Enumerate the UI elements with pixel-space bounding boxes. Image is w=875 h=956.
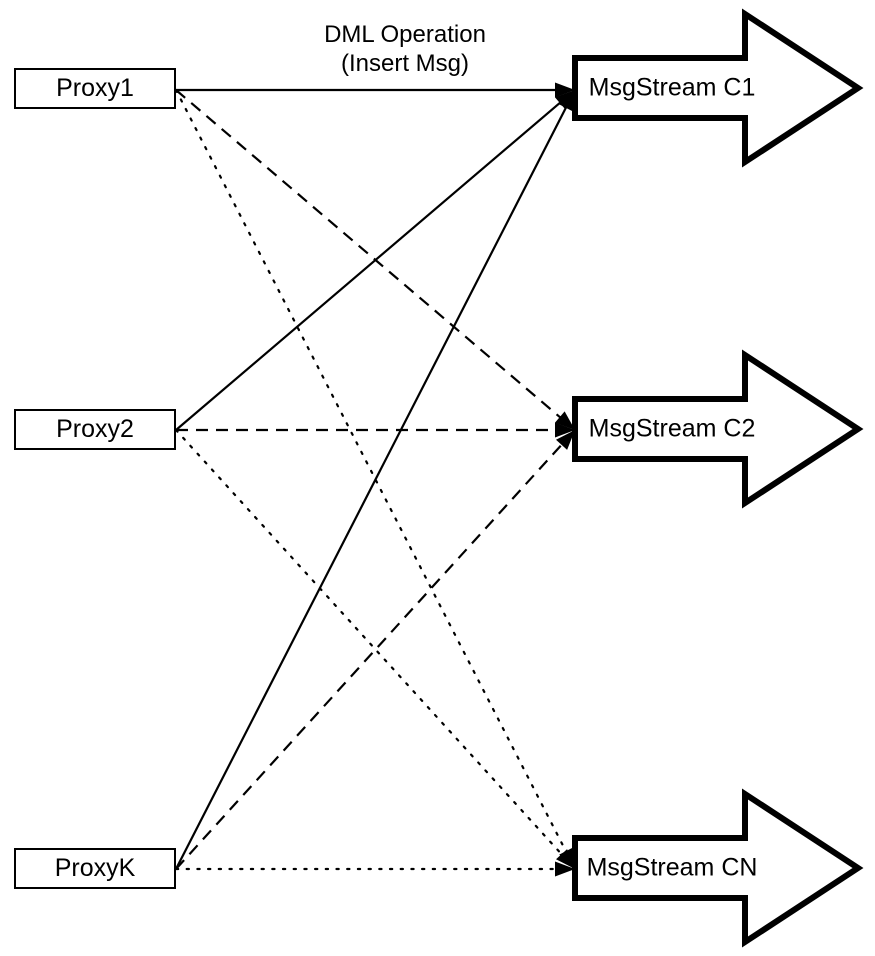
proxy-node-proxyk[interactable]: ProxyK [14,848,176,889]
arrowhead-layer [554,82,575,877]
proxy-node-proxy2[interactable]: Proxy2 [14,409,176,450]
arrowhead-proxy2-to-c2 [555,422,575,438]
dml-operation-caption-line2: (Insert Msg) [341,50,469,77]
proxy-label-proxyk: ProxyK [55,854,136,882]
edge-proxy2-to-c1 [175,91,573,431]
block-arrow-shape-msgstream_cn [572,788,864,948]
edge-proxyk-to-c1 [175,93,575,870]
block-arrow-label-msgstream_c1: MsgStream C1 [589,74,756,102]
proxy-label-proxy2: Proxy2 [56,415,134,443]
proxy-box-proxy2 [14,409,176,450]
msgstream-layer: MsgStream C1 MsgStream C2 MsgStream CN [572,8,864,948]
msgstream-block-msgstream_c1[interactable]: MsgStream C1 [572,8,864,168]
block-arrow-shape-msgstream_c2 [572,349,864,509]
edge-proxyk-to-c2 [175,432,574,870]
arrowhead-proxyk-to-cn [555,861,575,877]
edge-proxy1-to-c2 [175,89,573,429]
edge-layer [174,88,575,871]
arrowhead-proxy1-to-c2 [554,411,575,430]
proxy-box-proxy1 [14,68,176,109]
msgstream-block-msgstream_c2[interactable]: MsgStream C2 [572,349,864,509]
arrowhead-proxy2-to-cn [555,849,575,869]
arrowhead-proxyk-to-c1 [559,90,575,112]
arrowhead-proxy1-to-c1 [555,82,575,98]
block-arrow-label-msgstream_cn: MsgStream CN [587,854,758,882]
edge-proxy2-to-cn [174,428,574,868]
block-arrow-shape-msgstream_c1 [572,8,864,168]
msgstream-block-msgstream_cn[interactable]: MsgStream CN [572,788,864,948]
proxy-label-proxy1: Proxy1 [56,74,134,102]
proxy-node-proxy1[interactable]: Proxy1 [14,68,176,109]
edge-proxy1-to-cn [174,88,575,867]
block-arrow-label-msgstream_c2: MsgStream C2 [589,415,756,443]
dml-operation-caption-line1: DML Operation [324,21,486,48]
proxy-box-proxyk [14,848,176,889]
arrowhead-proxyk-to-c2 [555,430,575,450]
edge-caption-group: DML Operation (Insert Msg) [324,21,486,77]
